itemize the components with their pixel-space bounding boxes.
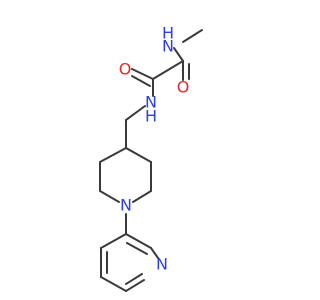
bond-methyl-n [182, 29, 203, 43]
bond-n-c [173, 47, 184, 62]
bond-pyr-3 [100, 276, 127, 292]
atom-n-top: N [162, 37, 174, 56]
bond-pip-6 [99, 147, 127, 163]
bonds [99, 29, 203, 292]
atom-h-top: H [162, 24, 174, 43]
atom-n-pyridine: N [156, 255, 168, 274]
atom-labels: H N O O N H N N [119, 24, 190, 274]
bond-c-c-oxalyl [152, 60, 184, 80]
structure-diagram: H N O O N H N N [99, 24, 203, 292]
bond-c-o-left-double [131, 75, 151, 87]
bond-pyr-6 [125, 233, 152, 249]
atom-n-mid: N [145, 93, 157, 112]
bond-pyr-1 [100, 233, 127, 249]
bond-pyr-5 [150, 247, 159, 259]
bond-n-ch2 [125, 105, 146, 121]
atom-o-left: O [119, 60, 132, 79]
molecule-canvas: H N O O N H N N [99, 24, 203, 292]
bond-c-o-left [131, 68, 154, 80]
atom-h-mid: H [145, 107, 157, 126]
bond-pyr-6-double [126, 242, 148, 255]
bond-pyr-4-double [125, 273, 143, 285]
bond-pip-4 [99, 190, 120, 203]
atom-n-piperidine: N [120, 196, 132, 215]
bond-pip-1 [125, 147, 152, 163]
bond-pip-3 [132, 190, 152, 203]
atom-o-right: O [177, 78, 190, 97]
bond-pyr-4 [125, 279, 145, 292]
